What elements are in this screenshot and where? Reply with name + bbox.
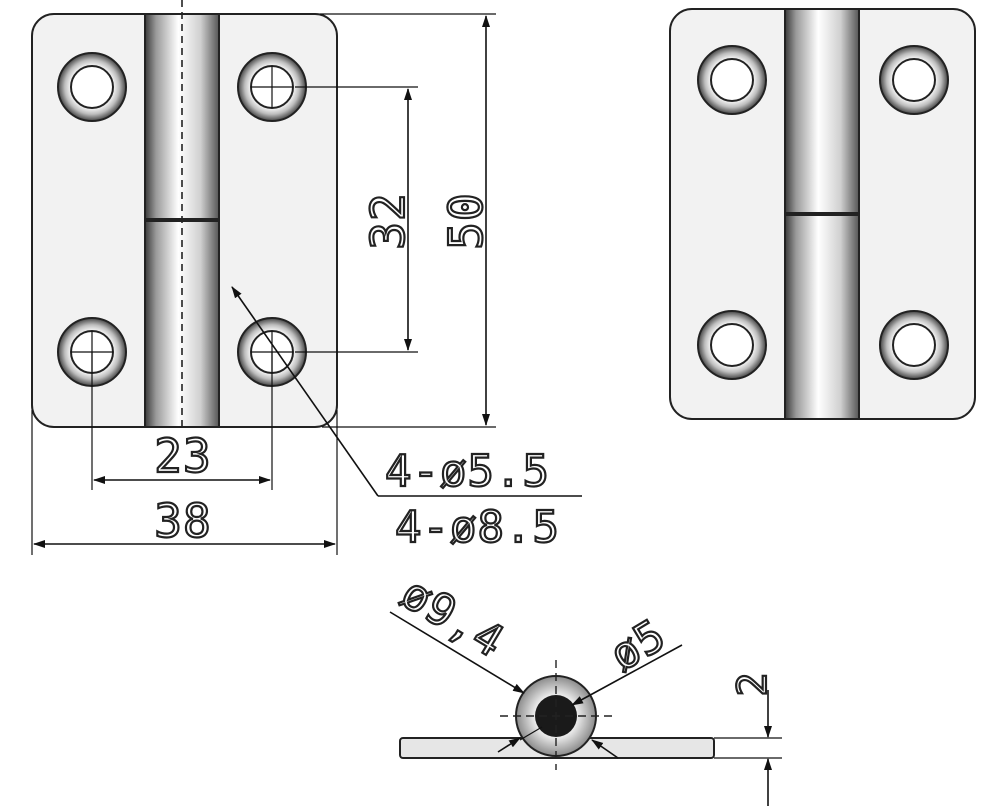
hole-callout: 4-ø5.5 4-ø8.5 (231, 286, 582, 554)
dimension-50-label: 50 (439, 192, 493, 249)
dimension-32-label: 32 (361, 192, 415, 249)
dimension-thickness: 2 (714, 670, 782, 806)
knuckle-upper (144, 13, 220, 220)
hole-through-callout-label: 4-ø5.5 (385, 446, 550, 497)
front-view-right (669, 8, 976, 420)
knuckle-lower-right (784, 214, 860, 420)
dimension-32: 32 (295, 86, 418, 353)
mounting-hole-right-bottom-left (697, 310, 767, 380)
hole-counterbore-callout-label: 4-ø8.5 (395, 502, 560, 553)
mounting-hole-top-left (57, 52, 127, 122)
dimension-23-label: 23 (154, 429, 211, 483)
front-view-left: 32 50 23 38 4-ø5.5 4-ø8.5 (31, 0, 582, 555)
end-view: ø9,4 ø5 2 (389, 567, 782, 806)
mounting-hole-right-bottom-right (879, 310, 949, 380)
dimension-50: 50 (320, 13, 496, 428)
dimension-38-label: 38 (154, 494, 211, 548)
knuckle-upper-right (784, 8, 860, 214)
dimension-23: 23 (91, 352, 273, 490)
knuckle-diameter-label: ø9,4 (392, 568, 513, 668)
dimension-38: 38 (31, 410, 338, 555)
mounting-hole-right-top-right (879, 45, 949, 115)
pin-diameter-label: ø5 (601, 609, 674, 681)
thickness-label: 2 (730, 671, 776, 696)
mounting-hole-right-top-left (697, 45, 767, 115)
